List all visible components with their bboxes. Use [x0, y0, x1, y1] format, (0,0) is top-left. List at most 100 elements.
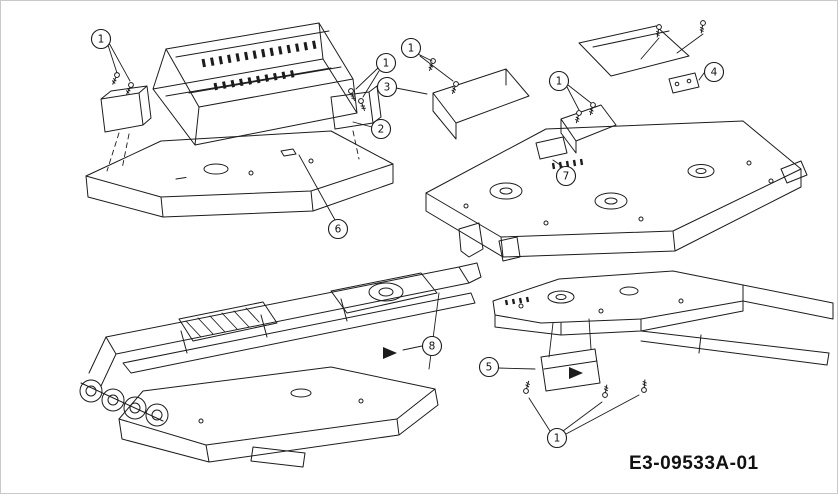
spindle-hole-center: [594, 192, 628, 210]
assembly-frame-deck-rear: [492, 270, 834, 399]
spindle-hole-right: [687, 164, 715, 178]
frame-d-plate: [492, 270, 744, 324]
deck-c-chute: [250, 446, 306, 468]
svg-text:6: 6: [335, 224, 342, 236]
spindle-hole-left: [489, 182, 523, 200]
deck-b-hole-4: [746, 160, 752, 166]
frame-d-opening-1: [547, 290, 575, 304]
deck-b-top: [425, 120, 802, 238]
deck-a-opening: [203, 163, 229, 175]
svg-text:4: 4: [711, 67, 718, 79]
deck-a-top: [85, 130, 394, 198]
marker-triangle-d: [569, 367, 583, 379]
frame-d-hole-3: [678, 298, 684, 304]
svg-text:7: 7: [563, 171, 570, 183]
screw-icon: [640, 378, 648, 394]
frame-d-hole-1: [518, 303, 524, 309]
deck-c-hole-2: [358, 398, 364, 404]
deck-c-hole-1: [198, 418, 204, 424]
spindle-hole-left-inner: [499, 187, 513, 195]
callout-ref-1-bottom: 1: [546, 427, 568, 449]
frame-plate-opening-inner: [378, 287, 394, 297]
callout-ref-8: 8: [421, 335, 443, 357]
bracket-part-4: [668, 72, 700, 94]
spindle-hole-right-inner: [695, 168, 707, 174]
roller-1-hub: [85, 385, 97, 397]
deck-a-hole-2: [308, 158, 314, 164]
part-number-label: E3-09533A-01: [629, 453, 759, 474]
roller-4: [145, 403, 169, 427]
tread-plate: [178, 301, 278, 342]
marker-triangle-c: [383, 347, 397, 359]
bracket-4-hole-2: [686, 78, 692, 84]
callout-ref-3: 3: [376, 76, 398, 98]
seat-plate-slots: [201, 40, 317, 91]
svg-text:1: 1: [98, 34, 105, 46]
baffle-center: [560, 104, 617, 154]
svg-text:1: 1: [556, 76, 563, 88]
callout-ref-1-seat-right: 1: [375, 52, 397, 74]
screw-icon: [357, 97, 368, 113]
frame-d-slots: [504, 296, 530, 306]
frame-d-opening-2: [619, 286, 639, 296]
deck-b-hole-5: [768, 178, 774, 184]
frame-d-rails: [640, 284, 834, 366]
callout-ref-1-baffle-center: 1: [548, 70, 570, 92]
svg-text:3: 3: [384, 82, 391, 94]
svg-text:1: 1: [408, 43, 415, 55]
baffle-top: [578, 25, 690, 77]
callout-ref-4: 4: [703, 61, 725, 83]
bracket-4-hole-1: [674, 81, 680, 87]
screw-icon: [698, 19, 707, 35]
svg-text:5: 5: [486, 362, 493, 374]
deck-b-edge-bracket: [780, 160, 808, 184]
callout-ref-5: 5: [478, 356, 500, 378]
projection-lines-a: [106, 130, 360, 172]
bracket-part-7: [535, 136, 568, 160]
seat-plate-outline: [165, 22, 354, 108]
bracket-5-connectors: [548, 318, 592, 358]
assembly-frame-deck-front: [79, 262, 482, 468]
callout-ref-2: 2: [370, 118, 392, 140]
screw-icon: [109, 71, 121, 87]
callout-ref-1-baffle-left: 1: [400, 37, 422, 59]
deck-c-top: [118, 366, 436, 446]
tread-plate-hatch: [185, 307, 260, 338]
callout-ref-6: 6: [327, 218, 349, 240]
assembly-seat-support-deck: [85, 22, 394, 218]
svg-text:2: 2: [378, 124, 385, 136]
assembly-deck-baffles: [425, 19, 808, 262]
baffle-left: [432, 68, 530, 140]
bracket-part-5: [540, 348, 601, 392]
deck-c-front: [118, 388, 439, 463]
projection-lines-b: [640, 33, 704, 60]
deck-b-hole-3: [638, 216, 644, 222]
callout-ref-1-seat-left: 1: [90, 28, 112, 50]
deck-a-hole-1: [248, 170, 254, 176]
deck-a-front: [85, 163, 394, 218]
deck-c-opening: [290, 388, 312, 398]
spindle-hole-center-inner: [604, 197, 618, 205]
deck-b-hole-2: [543, 220, 549, 226]
mid-frame-outline: [152, 22, 358, 146]
roller-3-hub: [129, 402, 141, 414]
frame-d-underframe: [494, 300, 744, 354]
svg-text:1: 1: [554, 433, 561, 445]
svg-text:1: 1: [383, 58, 390, 70]
screw-icon: [449, 80, 460, 96]
callout-leader-lines: [107, 42, 705, 435]
frame-plate-opening: [368, 282, 404, 302]
roller-2-hub: [107, 394, 119, 406]
callout-ref-7: 7: [555, 165, 577, 187]
frame-left-drop: [80, 336, 164, 422]
svg-text:8: 8: [429, 341, 436, 353]
deck-b-hanger-brackets: [458, 222, 521, 262]
roller-2: [101, 388, 125, 412]
screw-icon: [522, 379, 532, 395]
screw-icon: [573, 109, 583, 125]
left-mount-bracket: [100, 85, 152, 133]
frame-support-line: [428, 292, 440, 370]
frame-d-opening-1-inner: [555, 294, 567, 300]
